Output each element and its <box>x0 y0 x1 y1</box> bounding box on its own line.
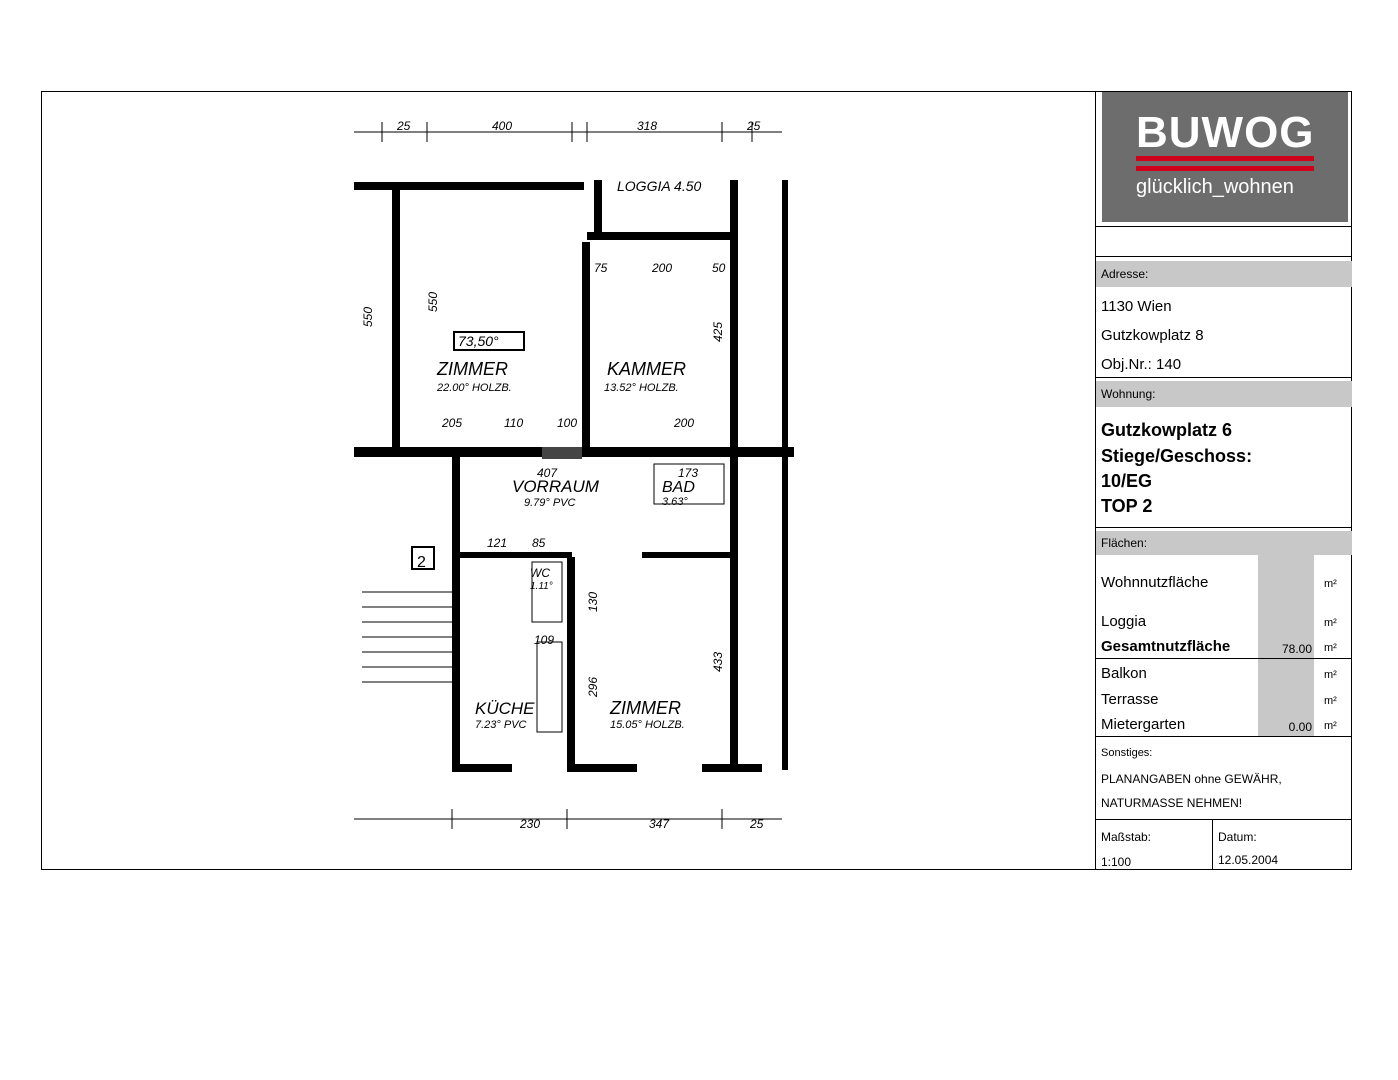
dim-d17: 121 <box>487 536 507 550</box>
divider <box>1096 226 1352 227</box>
area-wohnnutz-unit: m² <box>1324 578 1337 590</box>
dim-d1: 25 <box>396 119 411 133</box>
label-zimmer2: ZIMMER <box>609 698 681 718</box>
address-label: Adresse: <box>1096 261 1352 287</box>
logo-slogan: glücklich_wohnen <box>1136 176 1294 198</box>
dim-d14: 200 <box>673 416 694 430</box>
dim-d16: 173 <box>678 466 698 480</box>
areas-value-column <box>1258 555 1314 658</box>
label-vorraum-detail: 9.79° PVC <box>524 497 576 509</box>
other-note-2: NATURMASSE NEHMEN! <box>1101 796 1243 810</box>
logo-brand: BUWOG <box>1136 108 1315 157</box>
label-stair-no: 2 <box>417 554 426 571</box>
label-kueche: KÜCHE <box>475 699 535 718</box>
label-zimmer1: ZIMMER <box>436 359 508 379</box>
logo-stripe-bottom <box>1136 166 1314 171</box>
dim-d7: 75 <box>594 261 608 275</box>
floor-plan-drawing: ZIMMER 22.00° HOLZB. 73,50° KAMMER 13.52… <box>354 119 794 831</box>
label-zimmer2-detail: 15.05° HOLZB. <box>610 719 685 731</box>
label-kueche-detail: 7.23° PVC <box>475 719 527 731</box>
dim-d13: 100 <box>557 416 577 430</box>
dim-d8: 200 <box>651 261 672 275</box>
divider <box>1096 736 1352 737</box>
label-zimmer1-detail: 22.00° HOLZB. <box>436 382 512 394</box>
dim-d24: 347 <box>649 817 670 831</box>
dim-d21: 296 <box>586 677 600 698</box>
label-kammer: KAMMER <box>607 359 686 379</box>
label-wc: WC <box>530 566 550 580</box>
footer-divider <box>1212 819 1213 869</box>
unit-label: Wohnung: <box>1096 381 1352 407</box>
dim-d2: 400 <box>492 119 512 133</box>
divider <box>1096 527 1352 528</box>
area-mietergarten-unit: m² <box>1324 720 1337 732</box>
floor-plan: ZIMMER 22.00° HOLZB. 73,50° KAMMER 13.52… <box>42 92 1095 869</box>
area-balkon-unit: m² <box>1324 669 1337 681</box>
dim-d23: 230 <box>519 817 540 831</box>
divider <box>1096 377 1352 378</box>
dim-d22: 433 <box>711 652 725 672</box>
dim-d11: 205 <box>441 416 462 430</box>
dim-d10: 425 <box>711 322 725 342</box>
other-note-1: PLANANGABEN ohne GEWÄHR, <box>1101 772 1282 786</box>
area-mietergarten-value: 0.00 <box>1288 720 1312 734</box>
area-terrasse-label: Terrasse <box>1101 691 1159 708</box>
divider <box>1096 819 1352 820</box>
plan-sheet: ZIMMER 22.00° HOLZB. 73,50° KAMMER 13.52… <box>41 91 1352 870</box>
divider <box>1096 256 1352 257</box>
areas-label: Flächen: <box>1096 531 1352 555</box>
label-total-box: 73,50° <box>458 333 499 349</box>
dim-d4: 25 <box>746 119 761 133</box>
label-bad: BAD <box>662 479 695 496</box>
areas-value-column-2 <box>1258 659 1314 736</box>
buwog-logo: BUWOG glücklich_wohnen <box>1102 92 1348 222</box>
date-label: Datum: <box>1218 830 1257 844</box>
dim-d19: 130 <box>586 592 600 612</box>
label-loggia: LOGGIA 4.50 <box>617 178 702 194</box>
dim-d6: 550 <box>426 292 440 312</box>
label-kammer-detail: 13.52° HOLZB. <box>604 382 679 394</box>
dim-d3: 318 <box>637 119 657 133</box>
dim-d9: 50 <box>712 261 726 275</box>
label-wc-detail: 1.11° <box>530 581 553 592</box>
other-label: Sonstiges: <box>1101 747 1153 759</box>
dim-d20: 109 <box>534 633 554 647</box>
unit-top: TOP 2 <box>1101 496 1153 516</box>
label-vorraum: VORRAUM <box>512 477 600 496</box>
date-value: 12.05.2004 <box>1218 853 1279 867</box>
area-loggia-unit: m² <box>1324 617 1337 629</box>
dim-d12: 110 <box>504 416 523 430</box>
scale-label: Maßstab: <box>1101 830 1152 844</box>
scale-value: 1:100 <box>1101 855 1132 869</box>
area-wohnnutz-label: Wohnnutzfläche <box>1101 574 1209 591</box>
unit-stair-floor-label: Stiege/Geschoss: <box>1101 446 1253 466</box>
address-city: 1130 Wien <box>1101 298 1172 315</box>
label-bad-detail: 3.63° <box>662 496 688 508</box>
unit-stair-floor-value: 10/EG <box>1101 471 1153 491</box>
info-panel: BUWOG glücklich_wohnen Adresse: 1130 Wie… <box>1095 92 1352 869</box>
area-mietergarten-label: Mietergarten <box>1101 716 1186 733</box>
area-gesamt-value: 78.00 <box>1281 642 1312 656</box>
address-object-no: Obj.Nr.: 140 <box>1101 356 1182 373</box>
area-balkon-label: Balkon <box>1101 665 1147 682</box>
dim-d25: 25 <box>749 817 764 831</box>
area-loggia-label: Loggia <box>1101 613 1147 630</box>
area-gesamt-unit: m² <box>1324 642 1337 654</box>
dim-d15: 407 <box>537 466 558 480</box>
divider <box>1096 658 1352 659</box>
unit-address: Gutzkowplatz 6 <box>1101 420 1233 440</box>
area-gesamt-label: Gesamtnutzfläche <box>1101 638 1231 655</box>
dim-d18: 85 <box>532 536 546 550</box>
dim-d5: 550 <box>361 307 375 327</box>
address-street: Gutzkowplatz 8 <box>1101 327 1204 344</box>
logo-stripe-top <box>1136 156 1314 161</box>
area-terrasse-unit: m² <box>1324 695 1337 707</box>
